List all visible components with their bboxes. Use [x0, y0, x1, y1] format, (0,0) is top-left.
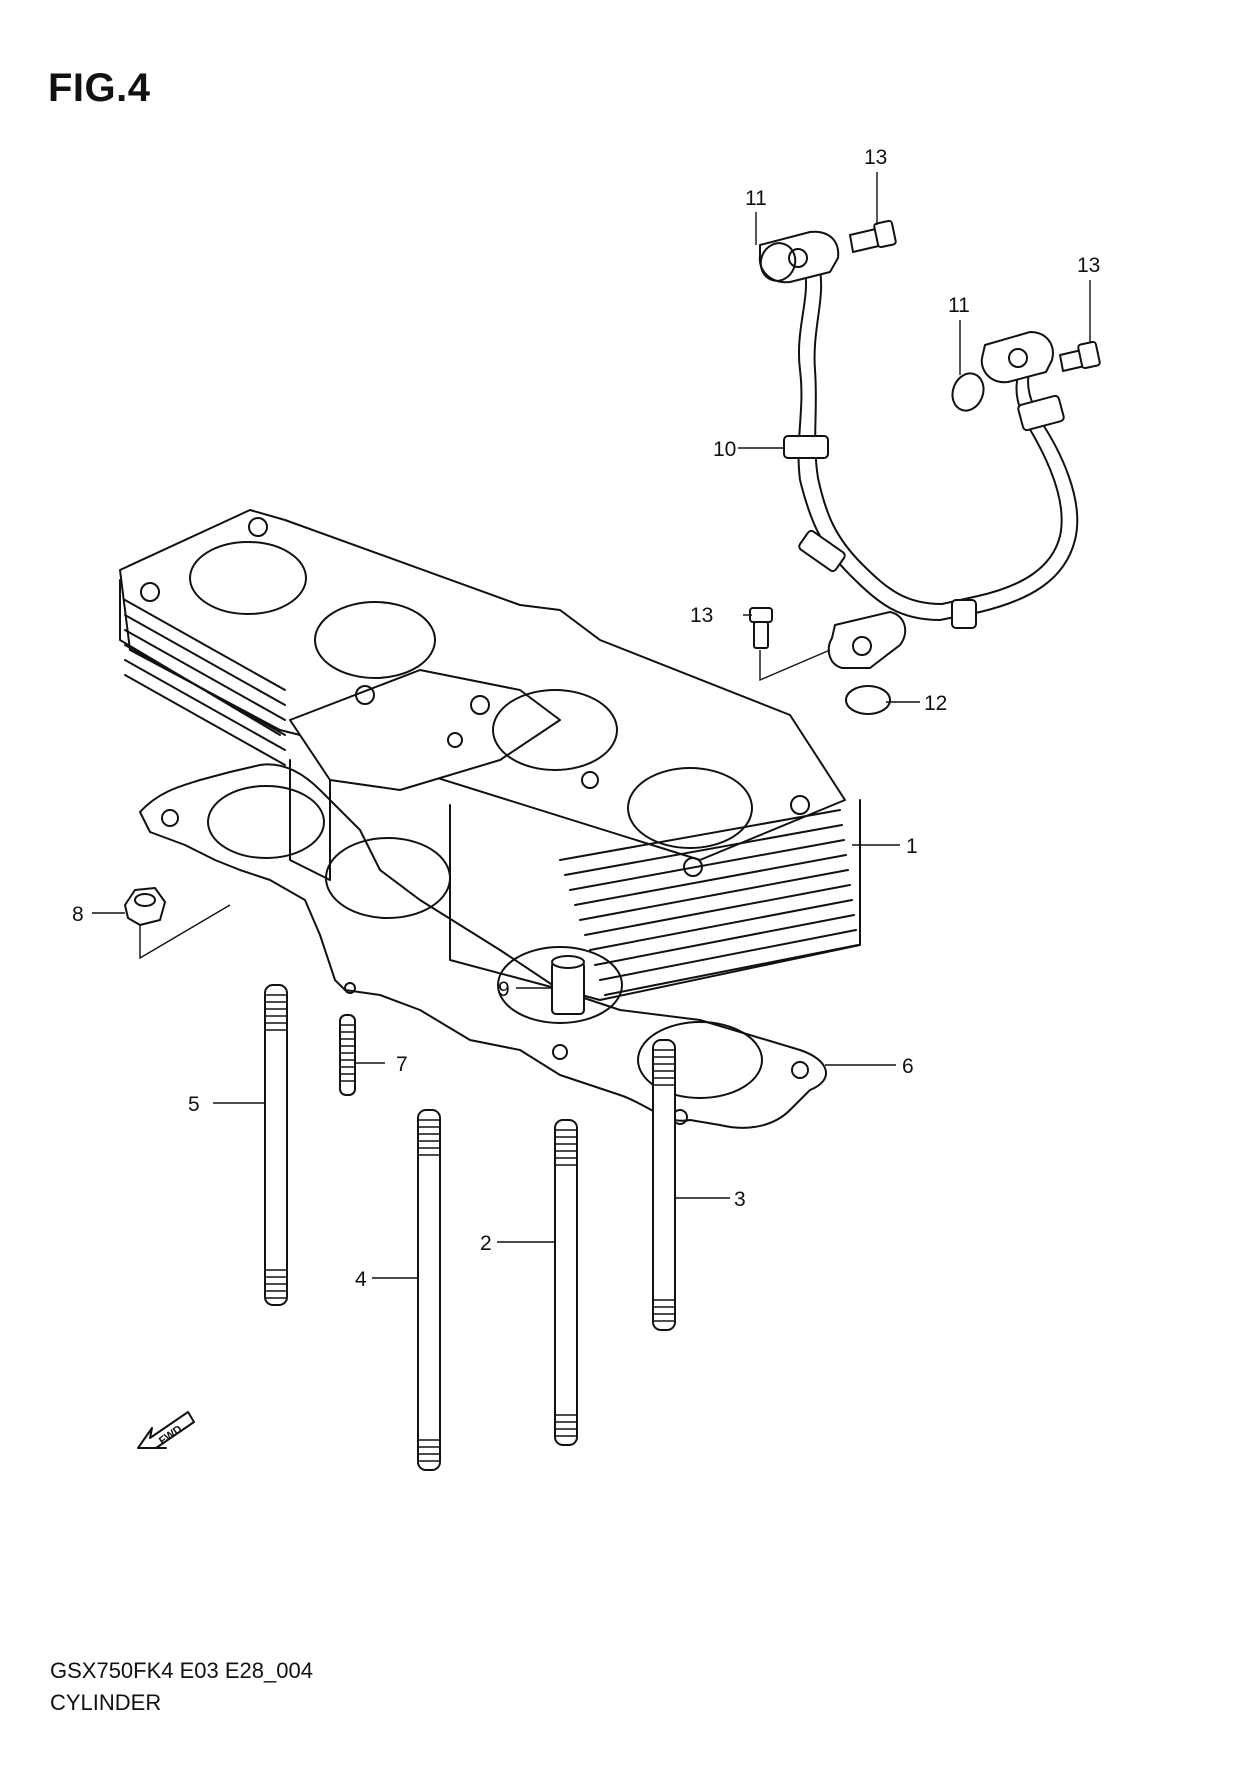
stud-bolt-5: [264, 984, 288, 1306]
o-ring-upper-right: [951, 372, 985, 412]
callout-5: 5: [188, 1093, 200, 1116]
leader-lines: [92, 172, 1091, 1279]
callout-4: 4: [355, 1268, 367, 1291]
stud-bolt-4: [417, 1109, 441, 1471]
callout-13-right: 13: [1077, 254, 1100, 277]
callout-6: 6: [902, 1055, 914, 1078]
union-bolt-lower: [749, 607, 773, 649]
callout-1: 1: [906, 835, 918, 858]
callout-8: 8: [72, 903, 84, 926]
flange-nut: [124, 887, 166, 926]
figure-title: FIG.4: [48, 66, 151, 110]
callout-3: 3: [734, 1188, 746, 1211]
diagram-code: GSX750FK4 E03 E28_004: [50, 1658, 313, 1683]
stud-threads: [266, 994, 674, 1462]
o-ring-upper-left: [759, 242, 797, 282]
callout-2: 2: [480, 1232, 492, 1255]
cylinder-block: [119, 509, 861, 1001]
oil-pipe-assembly: [758, 230, 1079, 669]
callout-7: 7: [396, 1053, 408, 1076]
callout-9: 9: [498, 978, 510, 1001]
diagram-name: CYLINDER: [50, 1690, 162, 1715]
cylinder-base-gasket: [139, 763, 827, 1129]
callout-10: 10: [713, 438, 736, 461]
callout-13-lower: 13: [690, 604, 713, 627]
callout-13-top: 13: [864, 146, 887, 169]
union-bolt-top: [849, 219, 897, 253]
callout-12: 12: [924, 692, 947, 715]
dowel-pin: [551, 955, 585, 1015]
o-ring-lower: [845, 685, 891, 715]
union-bolt-right: [1059, 340, 1101, 372]
stud-bolt-7: [339, 1014, 356, 1096]
callout-11-upper-right: 11: [948, 294, 970, 317]
callout-11-upper-left: 11: [745, 187, 767, 210]
fwd-arrow-icon: FWD: [137, 1411, 195, 1449]
stud-bolt-2: [554, 1119, 578, 1446]
stud-bolt-3: [652, 1039, 676, 1331]
